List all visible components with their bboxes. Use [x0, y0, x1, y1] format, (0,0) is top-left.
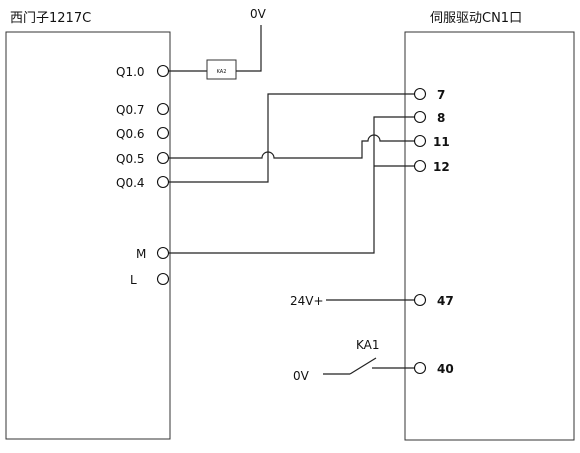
servo-box — [404, 31, 575, 441]
wire-coil-to-0v — [236, 25, 262, 72]
servo-pin-7 — [413, 87, 427, 101]
servo-pin-47-label: 47 — [437, 294, 454, 308]
relay-coil-label: KA2 — [217, 69, 227, 75]
supply-0v-top: 0V — [250, 7, 267, 21]
servo-pin-11-label: 11 — [433, 135, 450, 149]
servo-pin-47 — [413, 293, 427, 307]
servo-pin-40-label: 40 — [437, 362, 454, 376]
plc-terminal-q04 — [156, 175, 170, 189]
plc-terminal-m-label: M — [136, 247, 146, 261]
plc-box — [5, 31, 171, 440]
plc-terminal-q07 — [156, 102, 170, 116]
plc-terminal-q05 — [156, 151, 170, 165]
servo-pin-11 — [413, 134, 427, 148]
servo-pin-8-label: 8 — [437, 111, 445, 125]
plc-terminal-l — [156, 272, 170, 286]
wire-q05-to-pin11 — [169, 134, 414, 159]
wire-q04-to-pin7 — [169, 93, 414, 183]
plc-terminal-m — [156, 246, 170, 260]
supply-0v-bottom: 0V — [293, 369, 310, 383]
servo-pin-12 — [413, 159, 427, 173]
servo-title: 伺服驱动CN1口 — [430, 11, 522, 26]
relay-contact-ka1 — [349, 357, 377, 375]
plc-title: 西门子1217C — [10, 11, 91, 26]
servo-pin-7-label: 7 — [437, 88, 445, 102]
servo-pin-40 — [413, 361, 427, 375]
plc-terminal-q06-label: Q0.6 — [116, 127, 145, 141]
plc-terminal-q04-label: Q0.4 — [116, 176, 145, 190]
supply-24v: 24V+ — [290, 294, 324, 308]
relay-coil-ka2 — [206, 59, 237, 80]
plc-terminal-q06 — [156, 126, 170, 140]
relay-contact-label: KA1 — [356, 338, 380, 352]
servo-pin-8 — [413, 110, 427, 124]
servo-pin-12-label: 12 — [433, 160, 450, 174]
plc-terminal-q05-label: Q0.5 — [116, 152, 145, 166]
plc-terminal-l-label: L — [130, 273, 137, 287]
plc-terminal-q07-label: Q0.7 — [116, 103, 145, 117]
plc-terminal-q10 — [156, 64, 170, 78]
plc-terminal-q10-label: Q1.0 — [116, 65, 145, 79]
wire-pin8-to-m — [169, 116, 414, 254]
